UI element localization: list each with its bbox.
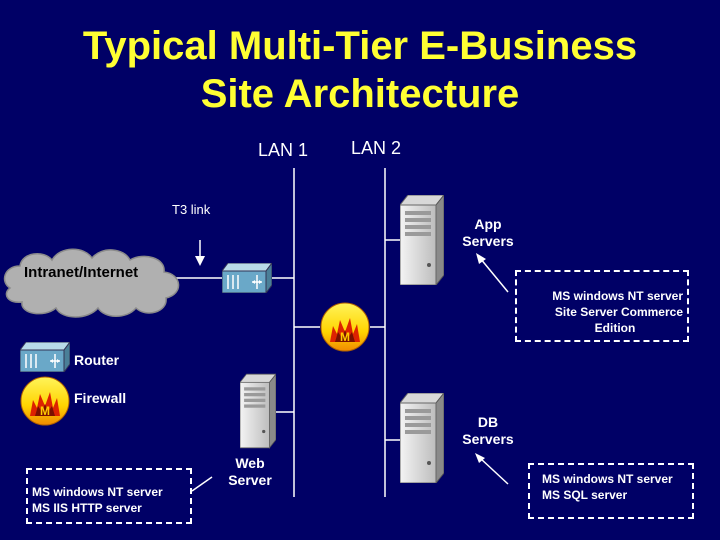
web-note-line1: MS windows NT server xyxy=(32,485,163,499)
db-servers-label: DB Servers xyxy=(448,414,528,448)
slide-title: Typical Multi-Tier E-Business Site Archi… xyxy=(0,22,720,118)
legend-router-label: Router xyxy=(74,352,120,368)
db-servers-label-line2: Servers xyxy=(462,431,514,447)
db-server-note: MS windows NT server MS SQL server xyxy=(528,463,694,519)
db-servers-label-line1: DB xyxy=(477,414,499,430)
legend-firewall-label: Firewall xyxy=(74,390,127,406)
internet-label: Intranet/Internet xyxy=(24,264,139,281)
web-note-line2: MS IIS HTTP server xyxy=(32,501,142,515)
web-server-icon xyxy=(240,373,276,449)
legend-router-icon xyxy=(20,342,70,372)
legend-firewall-icon xyxy=(20,376,70,426)
cloud-icon xyxy=(3,248,180,318)
app-note-line3: Edition xyxy=(594,321,636,335)
title-line-2: Site Architecture xyxy=(200,72,520,116)
web-server-label: Web Server xyxy=(218,455,282,489)
db-server-icon xyxy=(400,393,444,483)
app-servers-label-line2: Servers xyxy=(462,233,514,249)
router-icon xyxy=(222,263,272,293)
web-server-label-line2: Server xyxy=(228,472,272,488)
app-note-pointer xyxy=(479,257,509,293)
t3-link-label: T3 link xyxy=(172,202,211,217)
db-note-line1: MS windows NT server xyxy=(542,472,673,486)
lan2-label: LAN 2 xyxy=(351,138,402,158)
app-server-note: MS windows NT server Site Server Commerc… xyxy=(515,270,689,342)
db-note-pointer xyxy=(479,457,509,485)
title-line-1: Typical Multi-Tier E-Business xyxy=(82,24,638,68)
app-note-line1: MS windows NT server xyxy=(552,289,683,303)
web-server-label-line1: Web xyxy=(235,455,265,471)
app-note-line2: Site Server Commerce xyxy=(554,305,683,319)
web-server-note: MS windows NT server MS IIS HTTP server xyxy=(26,468,192,524)
app-servers-label-line1: App xyxy=(474,216,502,232)
app-servers-label: App Servers xyxy=(448,216,528,250)
lan1-label: LAN 1 xyxy=(258,140,309,160)
db-note-line2: MS SQL server xyxy=(542,488,628,502)
firewall-icon xyxy=(320,302,370,352)
web-note-pointer xyxy=(191,476,213,492)
app-server-icon xyxy=(400,195,444,285)
